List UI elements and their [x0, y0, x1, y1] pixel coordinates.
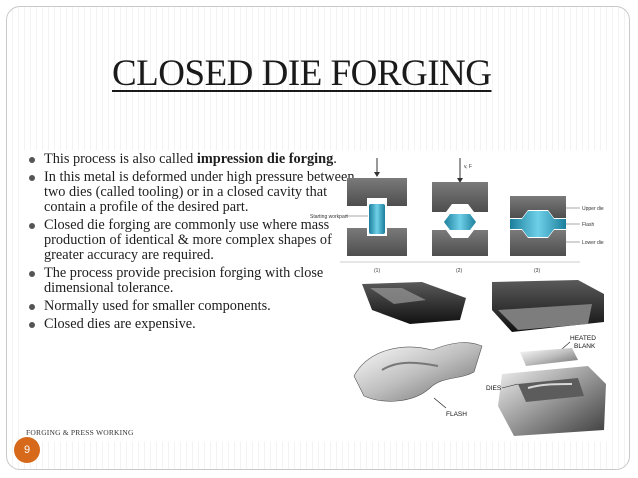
- workpart-label: Starting workpart: [310, 214, 348, 220]
- flash-label: Flash: [582, 222, 594, 228]
- lower-die-2: [432, 230, 488, 256]
- bullet-dot-icon: [29, 223, 35, 229]
- heated-label: HEATED: [570, 335, 596, 342]
- bullet-dot-icon: [29, 322, 35, 328]
- bullet-text: Closed die forging are commonly use wher…: [44, 217, 332, 264]
- page-number-badge: 9: [14, 437, 40, 463]
- lower-die-1: [347, 228, 407, 256]
- lower-die-3: [510, 230, 566, 256]
- bullet-item: Closed dies are expensive.: [28, 316, 360, 332]
- bullet-text: In this metal is deformed under high pre…: [44, 168, 355, 216]
- step-3-label: (3): [534, 268, 540, 274]
- workpart-stage-3: [510, 211, 566, 237]
- bullet-dot-icon: [29, 304, 35, 311]
- slide-footer: FORGING & PRESS WORKING: [26, 428, 134, 437]
- bullet-text: This process is also called: [44, 151, 197, 167]
- photo-flash-label: FLASH: [446, 411, 467, 418]
- content-panel: This process is also called impression d…: [20, 150, 610, 442]
- bullet-item: This process is also called impression d…: [28, 151, 360, 167]
- upper-die-3: [510, 196, 566, 218]
- bullet-text: Normally used for smaller components.: [44, 298, 271, 315]
- bullet-bold-text: impression die forging: [196, 151, 334, 167]
- bullet-item: In this metal is deformed under high pre…: [28, 168, 360, 216]
- workpart-stage-2: [444, 214, 476, 230]
- forging-dies-illustration: FLASH HEATED BLANK DIES: [353, 280, 606, 436]
- lower-die-label: Lower die: [582, 240, 604, 246]
- bullet-text: Closed dies are expensive.: [44, 316, 196, 332]
- dies-label: DIES: [486, 385, 502, 392]
- bullet-dot-icon: [29, 157, 35, 163]
- bullet-item: The process provide precision forging wi…: [28, 266, 360, 296]
- upper-die-2: [432, 182, 488, 212]
- bullet-text-end: .: [333, 151, 337, 167]
- step-2-label: (2): [456, 268, 462, 274]
- bullet-dot-icon: [29, 271, 35, 278]
- bullet-dot-icon: [29, 174, 35, 181]
- blank-label: BLANK: [574, 343, 596, 350]
- bullet-text: The process provide precision forging wi…: [44, 265, 324, 297]
- step-1-label: (1): [374, 268, 380, 274]
- bullet-item: Closed die forging are commonly use wher…: [28, 217, 360, 264]
- starting-workpart: [369, 204, 385, 234]
- bullet-item: Normally used for smaller components.: [28, 299, 360, 314]
- forging-stages-diagram: v, F Starting workpart Upper die Flash L…: [310, 158, 604, 274]
- force-label: v, F: [464, 164, 472, 170]
- bullet-list: This process is also called impression d…: [28, 151, 360, 335]
- slide-title: CLOSED DIE FORGING: [112, 53, 492, 94]
- upper-die-1: [347, 178, 407, 206]
- upper-die-label: Upper die: [582, 206, 604, 212]
